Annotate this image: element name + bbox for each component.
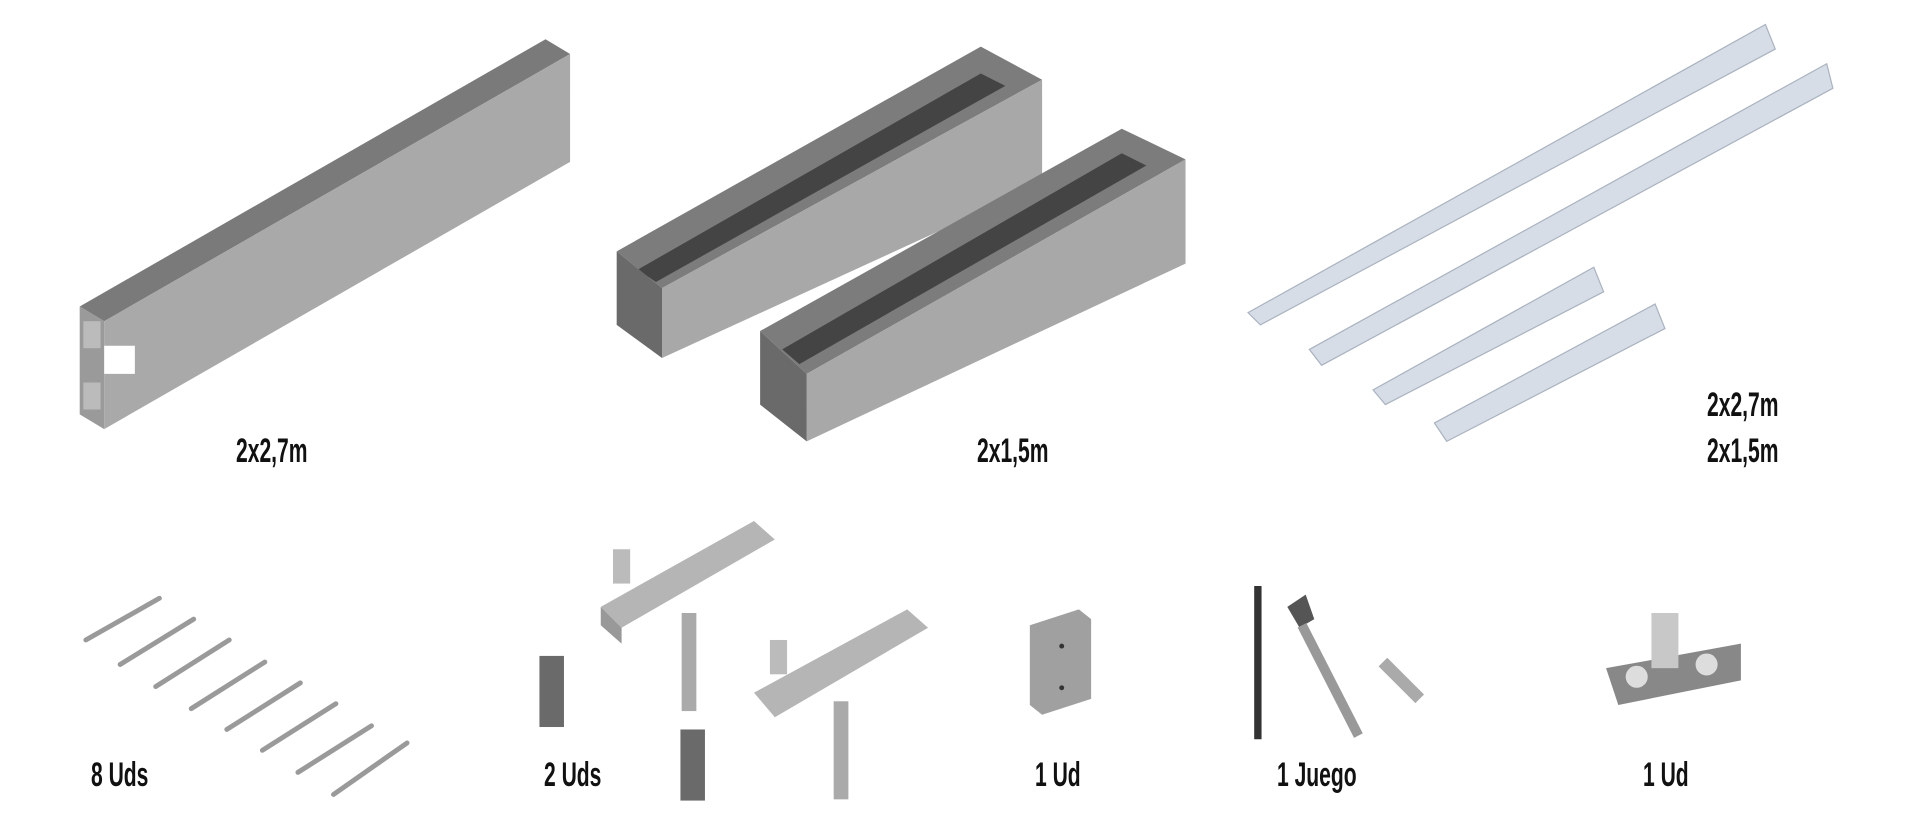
rectangular-profile-image [79,39,571,430]
hinge-hardware-image [539,521,929,801]
profile-slotted-label: 2x1,5m [977,432,1049,470]
rails-label-2: 2x1,5m [1707,432,1779,470]
profile-rectangular-label: 2x2,7m [236,432,308,470]
screws-label: 8 Uds [91,756,149,794]
drill-bits-label: 1 Juego [1277,756,1357,794]
rails-image [1247,23,1834,443]
rails-label-1: 2x2,7m [1707,386,1779,424]
plate-image [1029,609,1092,715]
drill-bits-image [1254,586,1425,740]
plate-label: 1 Ud [1035,756,1081,794]
hinge-hardware-label: 2 Uds [544,756,602,794]
guide-bracket-image [1606,613,1741,705]
slotted-profiles-image [616,46,1186,442]
screws-image [83,595,410,797]
guide-bracket-label: 1 Ud [1643,756,1689,794]
